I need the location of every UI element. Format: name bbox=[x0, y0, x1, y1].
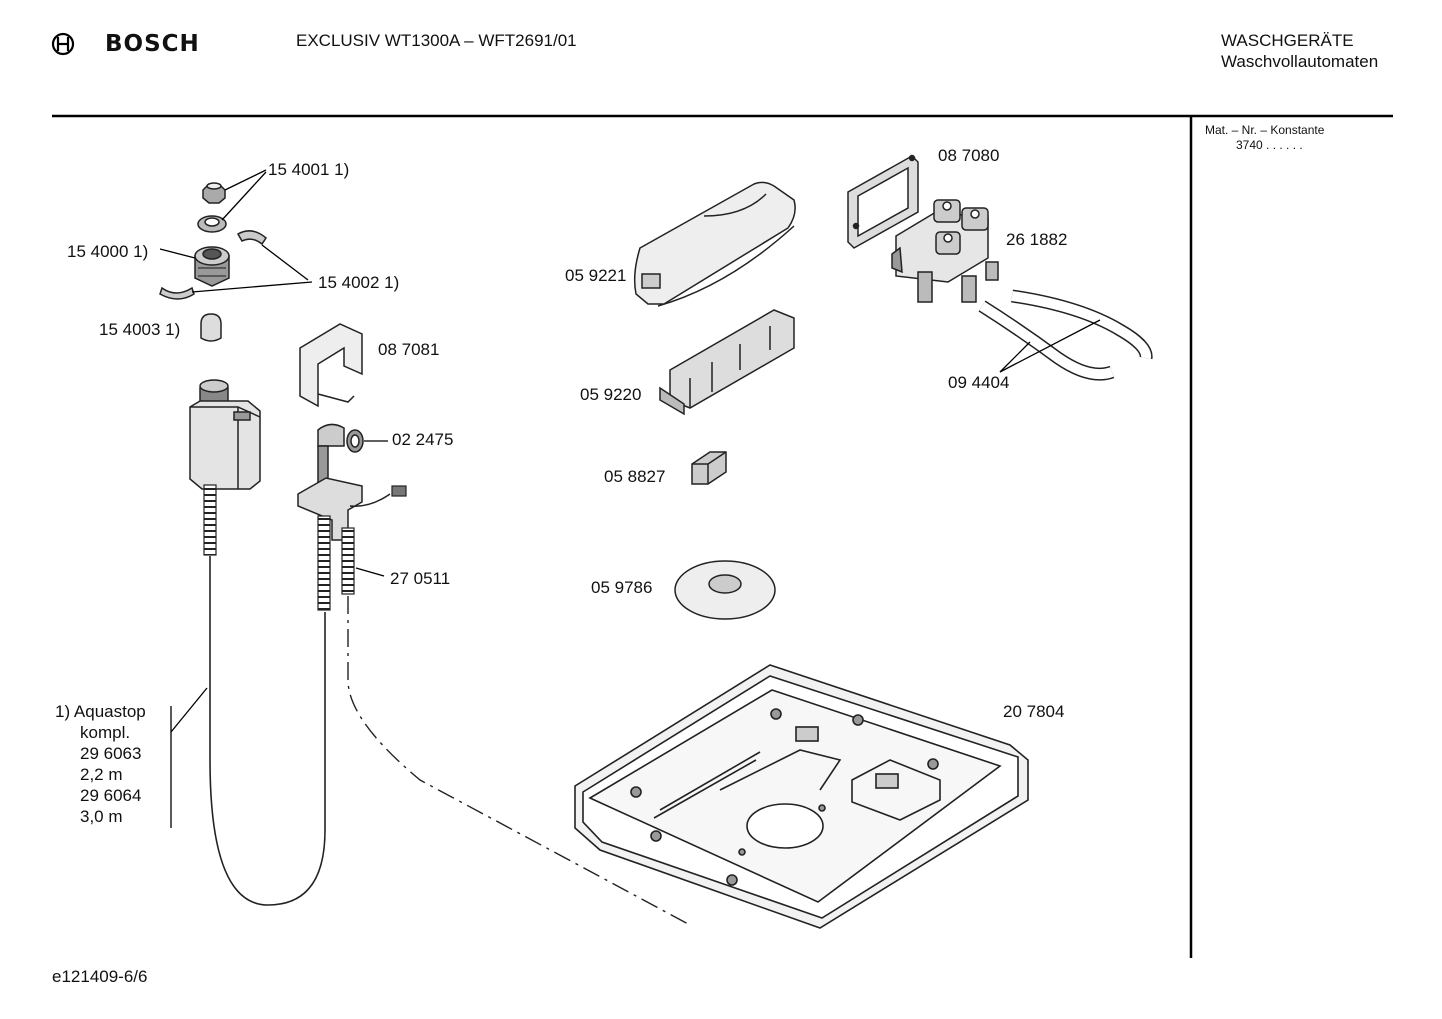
washer-154001-icon bbox=[197, 215, 227, 233]
cap-154003-icon bbox=[200, 313, 222, 342]
aquastop-hose-line bbox=[209, 556, 326, 906]
subcategory-label: Waschvollautomaten bbox=[1221, 52, 1379, 71]
part-label-059786: 05 9786 bbox=[591, 578, 653, 597]
part-label-094404: 09 4404 bbox=[948, 373, 1010, 392]
aquastop-hose-corrugated bbox=[203, 484, 217, 556]
footer-code: e121409-6/6 bbox=[52, 967, 148, 986]
nut-154001-icon bbox=[202, 182, 226, 204]
base-tray-207804-icon bbox=[574, 664, 1029, 929]
part-label-207804: 20 7804 bbox=[1003, 702, 1065, 721]
aquastop-note: 1) Aquastop kompl. 29 6063 2,2 m 29 6064… bbox=[55, 701, 175, 827]
part-label-059221: 05 9221 bbox=[565, 266, 627, 285]
category-label: WASCHGERÄTE bbox=[1221, 31, 1354, 50]
aquastop-note-line-2: kompl. bbox=[80, 723, 131, 742]
bracket-059220-icon bbox=[659, 309, 795, 416]
bosch-logo-icon bbox=[51, 32, 75, 56]
part-label-022475: 02 2475 bbox=[392, 430, 454, 449]
inlet-hose-270511 bbox=[341, 527, 355, 595]
part-label-058827: 05 8827 bbox=[604, 467, 666, 486]
part-label-087080: 08 7080 bbox=[938, 146, 1000, 165]
aquastop-valve-icon bbox=[189, 379, 261, 490]
model-title: EXCLUSIV WT1300A – WFT2691/01 bbox=[296, 31, 577, 50]
part-label-154003: 15 4003 1) bbox=[99, 320, 181, 339]
cover-087081-icon bbox=[299, 323, 363, 408]
aquastop-note-line-5: 29 6064 bbox=[80, 786, 142, 805]
handle-059221-icon bbox=[633, 181, 796, 307]
part-label-270511: 27 0511 bbox=[390, 569, 451, 588]
connector-058827-icon bbox=[691, 451, 727, 485]
part-label-087081: 08 7081 bbox=[378, 340, 440, 359]
aquastop-note-line-4: 2,2 m bbox=[80, 765, 123, 784]
part-label-059220: 05 9220 bbox=[580, 385, 642, 404]
part-label-154001: 15 4001 1) bbox=[268, 160, 350, 179]
wire-plug-icon bbox=[391, 485, 407, 497]
aquastop-note-line-3: 29 6063 bbox=[80, 744, 142, 763]
brand-name: BOSCH bbox=[105, 31, 200, 57]
part-label-154002: 15 4002 1) bbox=[318, 273, 400, 292]
seal-022475-icon bbox=[346, 429, 364, 453]
sidebar-value: 3740 . . . . . . bbox=[1236, 138, 1303, 152]
dash-dot-guide-line bbox=[347, 596, 691, 926]
aquastop-note-line-6: 3,0 m bbox=[80, 807, 123, 826]
drain-hose-corrugated bbox=[317, 515, 331, 611]
sidebar-title: Mat. – Nr. – Konstante bbox=[1205, 123, 1325, 137]
part-label-261882: 26 1882 bbox=[1006, 230, 1068, 249]
part-label-154000: 15 4000 1) bbox=[67, 242, 149, 261]
hose-094404-b-outline bbox=[1011, 289, 1153, 360]
gasket-087080-icon bbox=[847, 154, 919, 249]
clip-154002-lower-icon bbox=[159, 286, 195, 300]
fitting-154000-icon bbox=[194, 246, 230, 287]
solenoid-valve-261882-icon bbox=[891, 199, 999, 303]
clip-154002-upper-icon bbox=[236, 230, 267, 246]
inlet-connector-icon bbox=[297, 423, 363, 541]
aquastop-note-line-1: 1) Aquastop bbox=[55, 702, 146, 721]
disc-059786-icon bbox=[674, 560, 776, 620]
